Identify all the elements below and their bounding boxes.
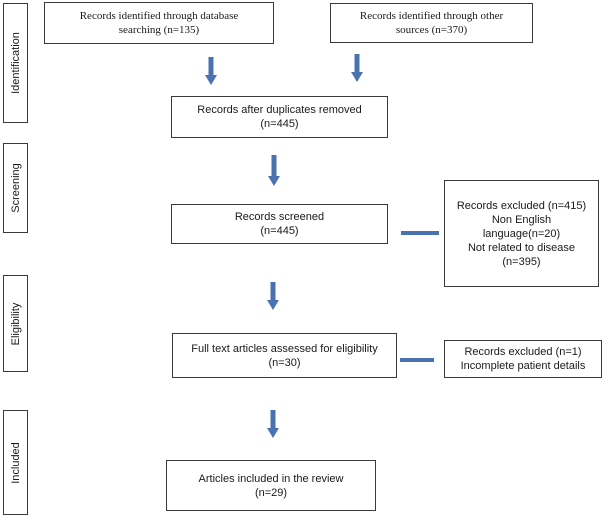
- stage-included-label: Included: [3, 410, 28, 515]
- excluded-eligibility-line1: Records excluded (n=1): [464, 346, 582, 358]
- stage-identification-label: Identification: [3, 3, 28, 123]
- duplicates-removed-box: Records after duplicates removed (n=445): [171, 96, 388, 138]
- arrow-other-to-duplicates: [351, 54, 363, 82]
- arrow-screened-to-fulltext: [267, 282, 279, 310]
- connector-screened-to-excluded: [401, 231, 439, 235]
- database-records-line1: Records identified through database: [79, 10, 239, 22]
- excluded-screening-box: Records excluded (n=415) Non English lan…: [444, 180, 599, 287]
- excluded-screening-line5: (n=395): [502, 255, 541, 268]
- full-text-assessed-line1: Full text articles assessed for eligibil…: [191, 342, 378, 355]
- records-screened-line1: Records screened: [234, 211, 325, 223]
- stage-screening-label: Screening: [3, 143, 28, 233]
- other-sources-line2: sources (n=370): [395, 24, 468, 36]
- excluded-screening-line2: Non English: [491, 213, 552, 226]
- database-records-box: Records identified through database sear…: [44, 2, 274, 44]
- full-text-assessed-box: Full text articles assessed for eligibil…: [172, 333, 397, 378]
- records-screened-line2: (n=445): [260, 225, 299, 237]
- articles-included-box: Articles included in the review (n=29): [166, 460, 376, 511]
- full-text-assessed-line2: (n=30): [268, 356, 301, 369]
- database-records-line2: searching (n=135): [118, 24, 200, 36]
- other-sources-line1: Records identified through other: [359, 10, 504, 22]
- arrow-fulltext-to-included: [267, 410, 279, 438]
- excluded-eligibility-line2: Incomplete patient details: [460, 360, 586, 372]
- stage-eligibility-label: Eligibility: [3, 275, 28, 372]
- arrow-duplicates-to-screened: [268, 155, 280, 186]
- excluded-eligibility-box: Records excluded (n=1) Incomplete patien…: [444, 340, 602, 378]
- records-screened-box: Records screened (n=445): [171, 204, 388, 244]
- articles-included-line1: Articles included in the review: [198, 472, 344, 485]
- excluded-screening-line4: Not related to disease: [467, 241, 575, 254]
- arrow-database-to-duplicates: [205, 57, 217, 85]
- other-sources-box: Records identified through other sources…: [330, 3, 533, 43]
- connector-fulltext-to-excluded: [400, 358, 434, 362]
- excluded-screening-line3: language(n=20): [482, 227, 561, 240]
- excluded-screening-line1: Records excluded (n=415): [456, 199, 587, 212]
- articles-included-line2: (n=29): [254, 486, 288, 499]
- duplicates-removed-line1: Records after duplicates removed: [197, 104, 362, 116]
- duplicates-removed-line2: (n=445): [260, 118, 299, 130]
